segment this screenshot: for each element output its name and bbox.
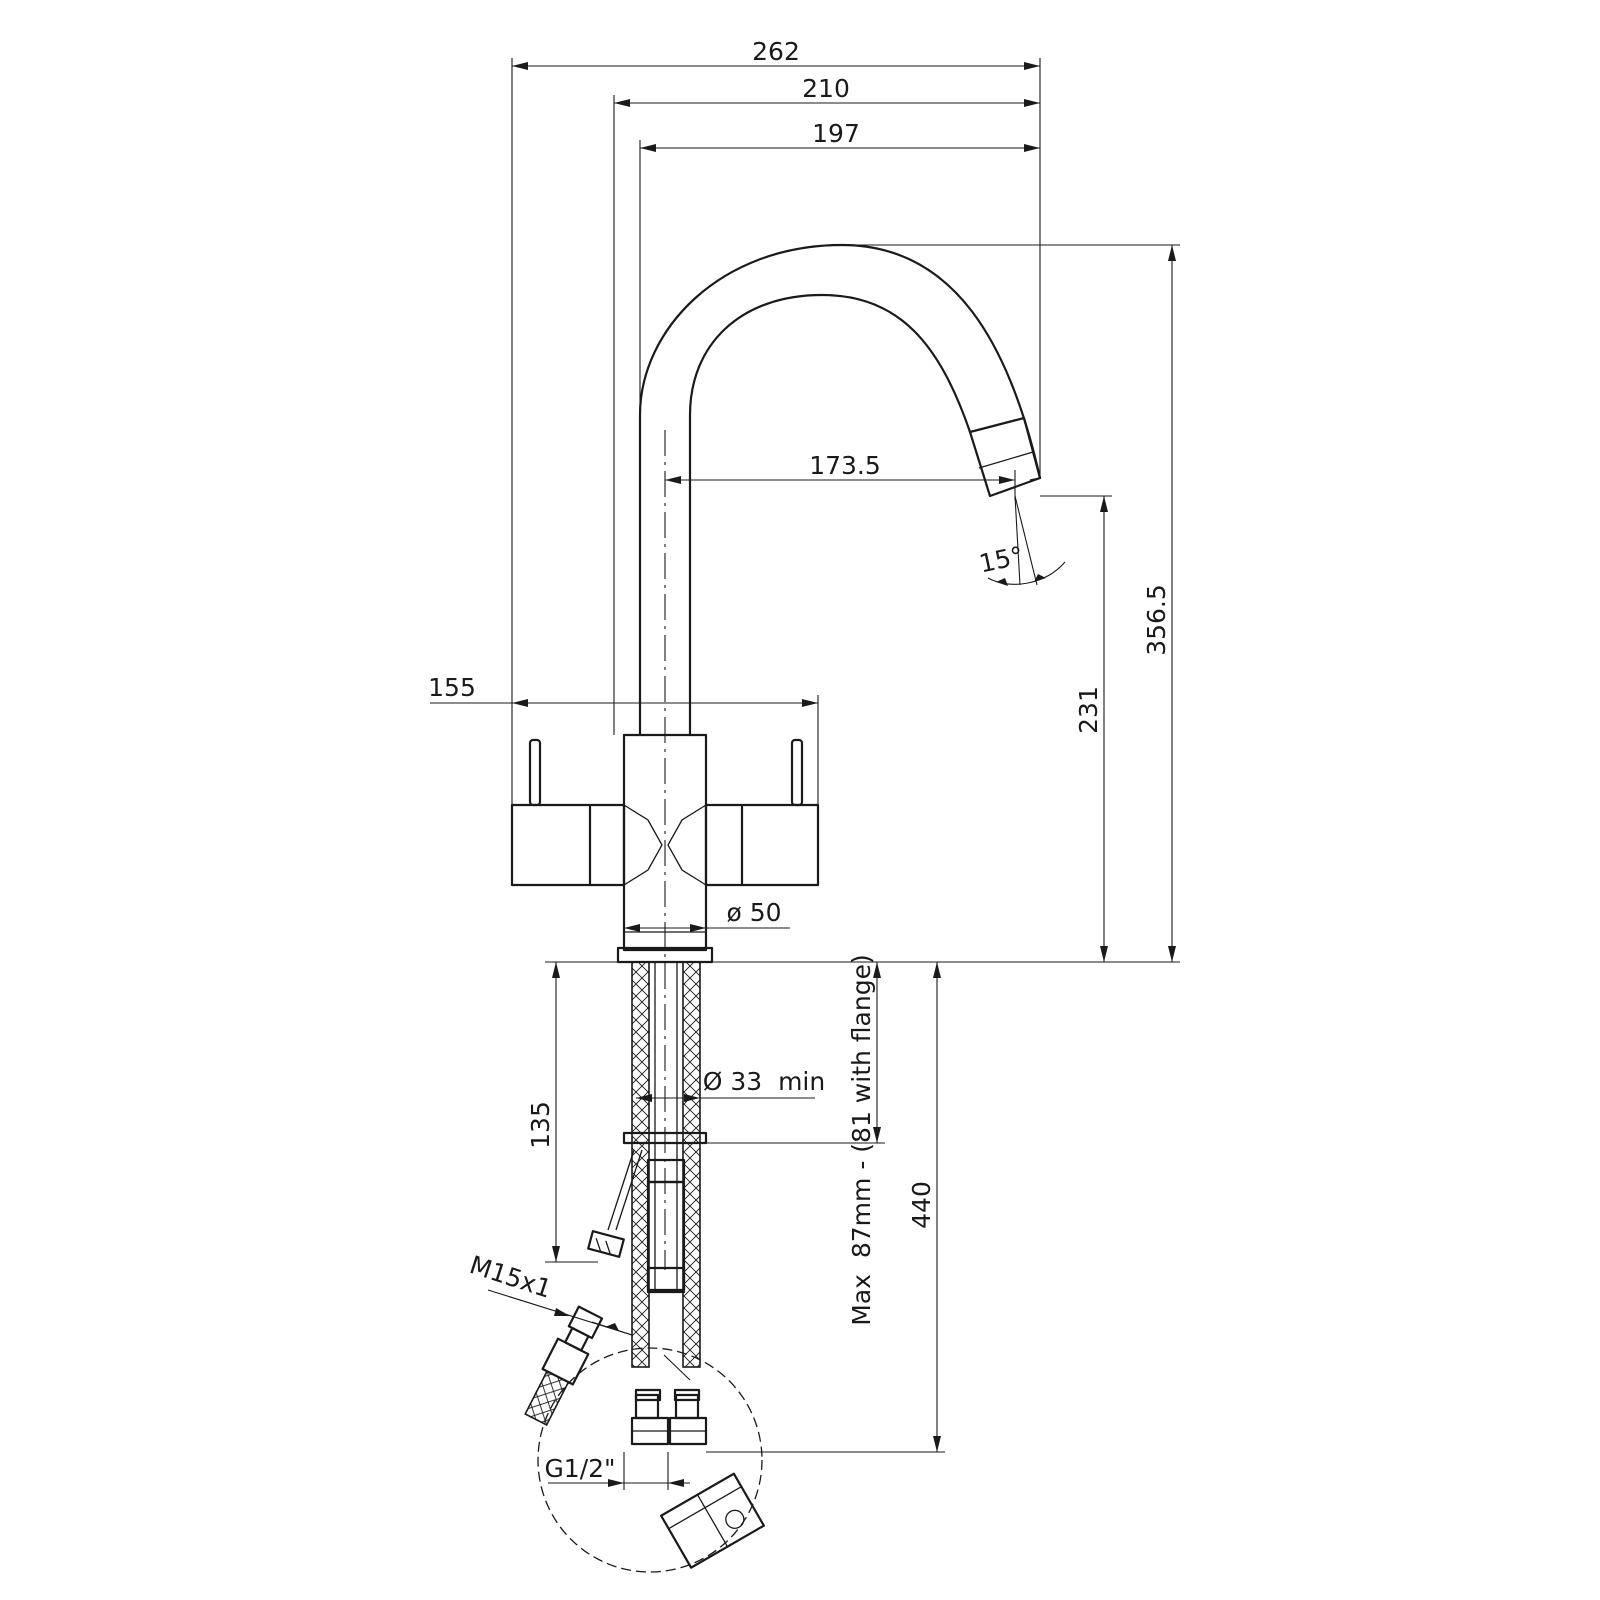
label-m15x1: M15x1 [466,1250,555,1304]
dimension-labels: 262 210 197 173.5 15° 356.5 231 155 ø 50… [428,37,1171,1483]
label-135: 135 [526,1101,555,1149]
side-hose [607,1149,635,1231]
label-g1-2: G1/2" [544,1454,615,1483]
hose-connector-nut [587,1230,625,1258]
label-15-deg: 15° [977,541,1026,579]
label-231: 231 [1074,686,1103,734]
label-197: 197 [812,119,860,148]
right-handle-housing [704,803,820,887]
braided-hose-right [682,961,701,1368]
right-lever [790,738,804,807]
label-210: 210 [802,74,850,103]
spray-head [968,416,1042,498]
spout-outer-edge [638,243,1042,737]
braided-hose-left [631,961,650,1368]
fixing-nut [646,1158,686,1184]
label-440: 440 [907,1181,936,1229]
faucet-outline [510,243,1042,964]
label-deck-thickness: Max 87mm - (81 with flange) [847,954,876,1325]
label-356-5: 356.5 [1142,584,1171,656]
left-lever [528,738,542,807]
label-diameter-50: ø 50 [726,898,781,927]
label-262: 262 [752,37,800,66]
threaded-sleeve [646,1180,686,1294]
detached-connector [524,1305,604,1426]
spout-inner-edge [688,293,972,737]
installation-parts [524,961,765,1573]
fixing-plate [622,1131,708,1145]
label-diameter-33: Ø 33 min [703,1067,825,1096]
left-handle-housing [510,803,626,887]
detail-nut [660,1472,765,1569]
dimension-lines [430,58,1180,1490]
label-173-5: 173.5 [809,451,881,480]
detail-circle [537,1347,763,1573]
label-155: 155 [428,673,476,702]
